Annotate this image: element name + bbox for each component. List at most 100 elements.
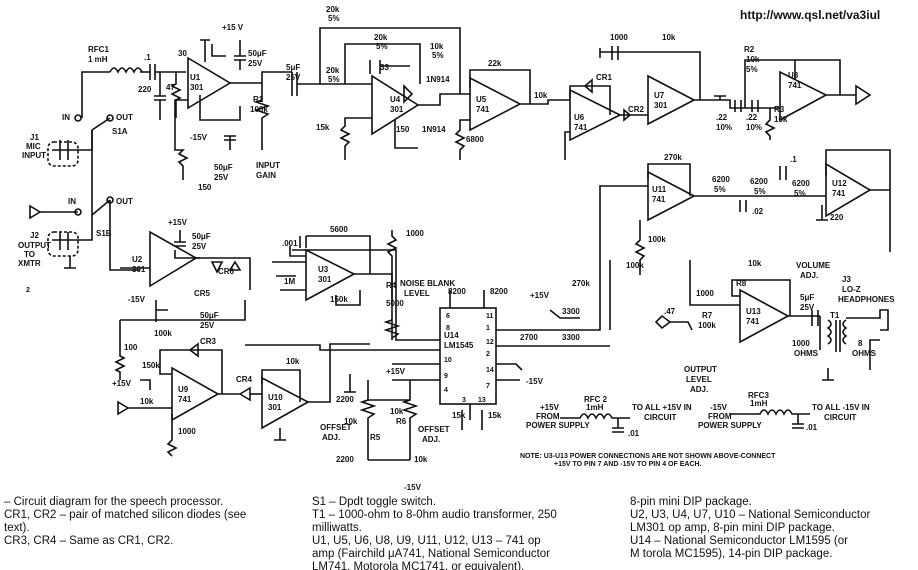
c30-label: 30 <box>178 49 187 58</box>
c220b-label: 220 <box>830 213 844 222</box>
wire-segment <box>299 236 307 248</box>
output-level: OUTPUT <box>684 365 717 374</box>
wire-segment <box>155 300 168 322</box>
s1b-label: S1B <box>96 229 112 238</box>
r7-value: 100k <box>698 321 716 330</box>
wire-segment <box>245 344 440 351</box>
u1-label: U1 <box>190 73 201 82</box>
wire-segment <box>106 114 114 122</box>
r100k-b: 100k <box>648 235 666 244</box>
wire-segment <box>394 120 418 149</box>
caption-line: 8-pin mini DIP package. <box>630 496 752 508</box>
from-b: FROM <box>708 412 732 421</box>
wire-segment <box>825 149 891 190</box>
wire-segment <box>52 215 93 250</box>
minus15v-d: -15V <box>404 483 422 492</box>
u12-opamp <box>825 162 872 218</box>
wire-segment <box>620 108 648 122</box>
j2-label: J2 <box>30 231 39 240</box>
circuit-a: CIRCUIT <box>644 413 677 422</box>
caption-line: CR3, CR4 – Same as CR1, CR2. <box>4 535 174 547</box>
wire-segment <box>359 380 377 460</box>
c25v-f: 25V <box>800 303 815 312</box>
wire-segment <box>520 99 570 105</box>
wire-segment <box>670 321 693 331</box>
r1m-label: 1M <box>284 277 295 286</box>
u6-opamp <box>569 88 622 142</box>
cr6-label: CR6 <box>218 267 235 276</box>
headphones-label: HEADPHONES <box>838 295 895 304</box>
wire-segment <box>714 95 726 100</box>
r2700-label: 2700 <box>520 333 538 342</box>
r1-label: R1 <box>253 95 264 104</box>
wire-segment <box>196 257 251 290</box>
r10pct-a: 10% <box>716 123 732 132</box>
wire-segment <box>418 93 470 106</box>
r3300-a: 3300 <box>562 307 580 316</box>
r5pct-h: 5% <box>794 189 806 198</box>
wire-segment <box>230 71 292 84</box>
cr2-label: CR2 <box>628 105 645 114</box>
caption-line: CR1, CR2 – pair of matched silicon diode… <box>4 509 247 521</box>
u11-label: U11 <box>652 185 667 194</box>
c5uf-label: 5μF <box>286 63 300 72</box>
u13-label: U13 <box>746 307 761 316</box>
r150-label: 150 <box>198 183 212 192</box>
wire-segment <box>189 342 199 358</box>
u2-opamp <box>149 230 198 288</box>
caption-line: milliwatts. <box>312 522 362 534</box>
u5-opamp <box>469 76 522 132</box>
plus15v-d: +15V <box>112 379 132 388</box>
wire-segment <box>795 59 841 95</box>
pin12: 12 <box>486 339 494 346</box>
u2-type: 301 <box>132 265 146 274</box>
wire-segment <box>47 141 79 167</box>
offset-a: OFFSET <box>320 423 352 432</box>
wire-segment <box>647 163 691 196</box>
r6800-label: 6800 <box>466 135 484 144</box>
u14-label: U14 <box>444 331 459 340</box>
c01-a: .01 <box>628 429 640 438</box>
to-all-minus: TO ALL -15V IN <box>812 403 870 412</box>
wire-segment <box>218 386 251 402</box>
c-p1b: .1 <box>790 155 797 164</box>
wire-segment <box>870 189 891 252</box>
pin6: 6 <box>446 313 450 320</box>
wire-segment <box>210 260 242 274</box>
caption-line: U1, U5, U6, U8, U9, U11, U12, U13 – 741 … <box>312 535 541 547</box>
wire-segment <box>469 69 531 104</box>
wire-segment <box>612 418 624 433</box>
plus15v-b: +15V <box>168 218 188 227</box>
r20k-b: 20k <box>374 33 388 42</box>
wire-segment <box>634 220 646 275</box>
c25v-e: 25V <box>200 321 215 330</box>
r8-label: R8 <box>736 279 747 288</box>
r2200-a: 2200 <box>336 395 354 404</box>
u13-type: 741 <box>746 317 760 326</box>
pin1: 1 <box>486 325 490 332</box>
r10k-i: 10k <box>414 455 428 464</box>
offset-b: OFFSET <box>418 425 450 434</box>
u10-type: 301 <box>268 403 282 412</box>
wire-segment <box>689 260 740 306</box>
in914-a: 1N914 <box>426 75 450 84</box>
wire-segment <box>91 199 111 216</box>
caption-line: T1 – 1000-ohm to 8-0hm audio transformer… <box>312 509 557 521</box>
note-line2: +15V TO PIN 7 AND -15V TO PIN 4 OF EACH. <box>554 461 702 468</box>
u9-type: 741 <box>178 395 192 404</box>
u8-label: U8 <box>788 71 799 80</box>
r1-value: 100k <box>250 105 268 114</box>
rfc2-label: RFC 2 <box>584 395 608 404</box>
t1-label: T1 <box>830 311 840 320</box>
wire-segment <box>234 40 246 70</box>
j3-label: J3 <box>842 275 851 284</box>
wire-segment <box>822 368 834 381</box>
u4-type: 301 <box>390 105 404 114</box>
pin8: 8 <box>446 325 450 332</box>
plus15v-e: +15V <box>386 367 406 376</box>
r1000-a: 1000 <box>406 229 424 238</box>
r5pct-b: 5% <box>376 42 388 51</box>
wire-segment <box>694 99 780 109</box>
pin9: 9 <box>444 373 448 380</box>
to-label: TO <box>24 250 35 259</box>
